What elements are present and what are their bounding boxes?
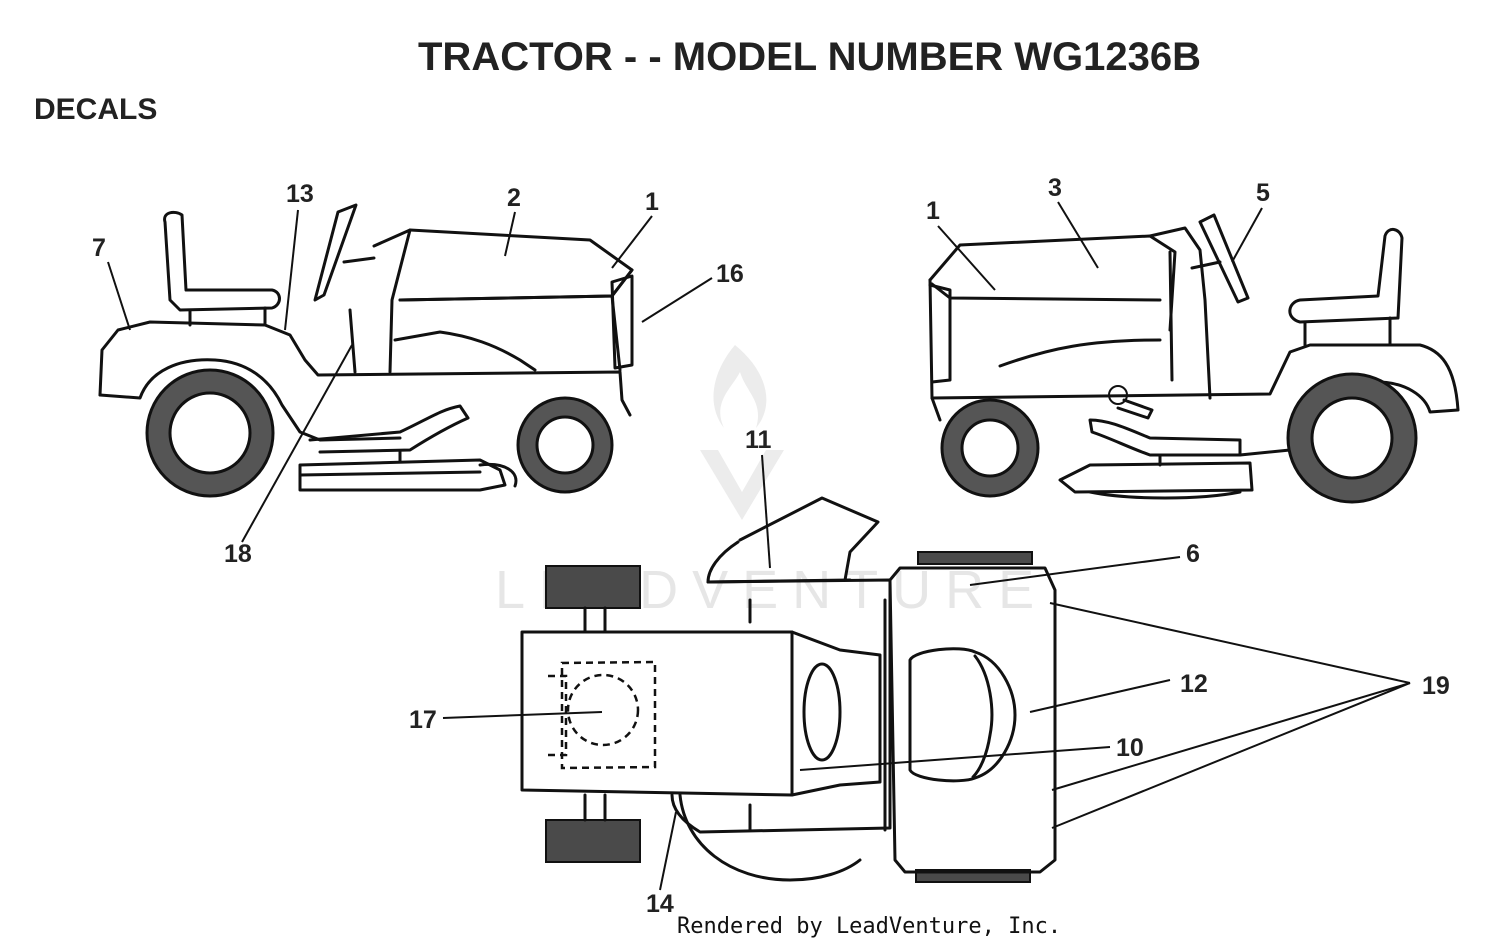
- callout-11: 11: [745, 426, 772, 454]
- callout-18: 18: [224, 540, 252, 568]
- top-view-front-right-tire: [545, 819, 641, 863]
- tractor-left-side-view: [98, 203, 634, 498]
- top-view-rear-body: [888, 566, 1057, 874]
- section-title: DECALS: [34, 93, 157, 126]
- callout-13: 13: [286, 180, 314, 208]
- footer-credit: Rendered by LeadVenture, Inc.: [677, 914, 1061, 939]
- page-title: TRACTOR - - MODEL NUMBER WG1236B: [418, 35, 1201, 79]
- top-view-rear-left-tire: [917, 551, 1033, 565]
- callout-7: 7: [92, 234, 106, 262]
- left-view-callouts: 7 13 2 1 16 18: [92, 180, 744, 568]
- top-view-front-left-tire: [545, 565, 641, 609]
- top-view-seat: [908, 647, 1017, 783]
- callout-16: 16: [716, 260, 744, 288]
- callout-1-right: 1: [926, 197, 940, 225]
- callout-3: 3: [1048, 174, 1062, 202]
- callout-5: 5: [1256, 179, 1270, 207]
- callout-12: 12: [1180, 670, 1208, 698]
- callout-10: 10: [1116, 734, 1144, 762]
- callout-17: 17: [409, 706, 437, 734]
- callout-14: 14: [646, 890, 674, 918]
- callout-2: 2: [507, 184, 521, 212]
- right-view-callouts: 1 3 5: [926, 174, 1270, 291]
- top-view-callouts: 11 6 19 12 17 10 14: [409, 426, 1450, 918]
- callout-1-left: 1: [645, 188, 659, 216]
- tractor-top-view: [520, 496, 1057, 883]
- callout-19: 19: [1422, 672, 1450, 700]
- callout-6: 6: [1186, 540, 1200, 568]
- tractor-right-side-view: [928, 213, 1460, 504]
